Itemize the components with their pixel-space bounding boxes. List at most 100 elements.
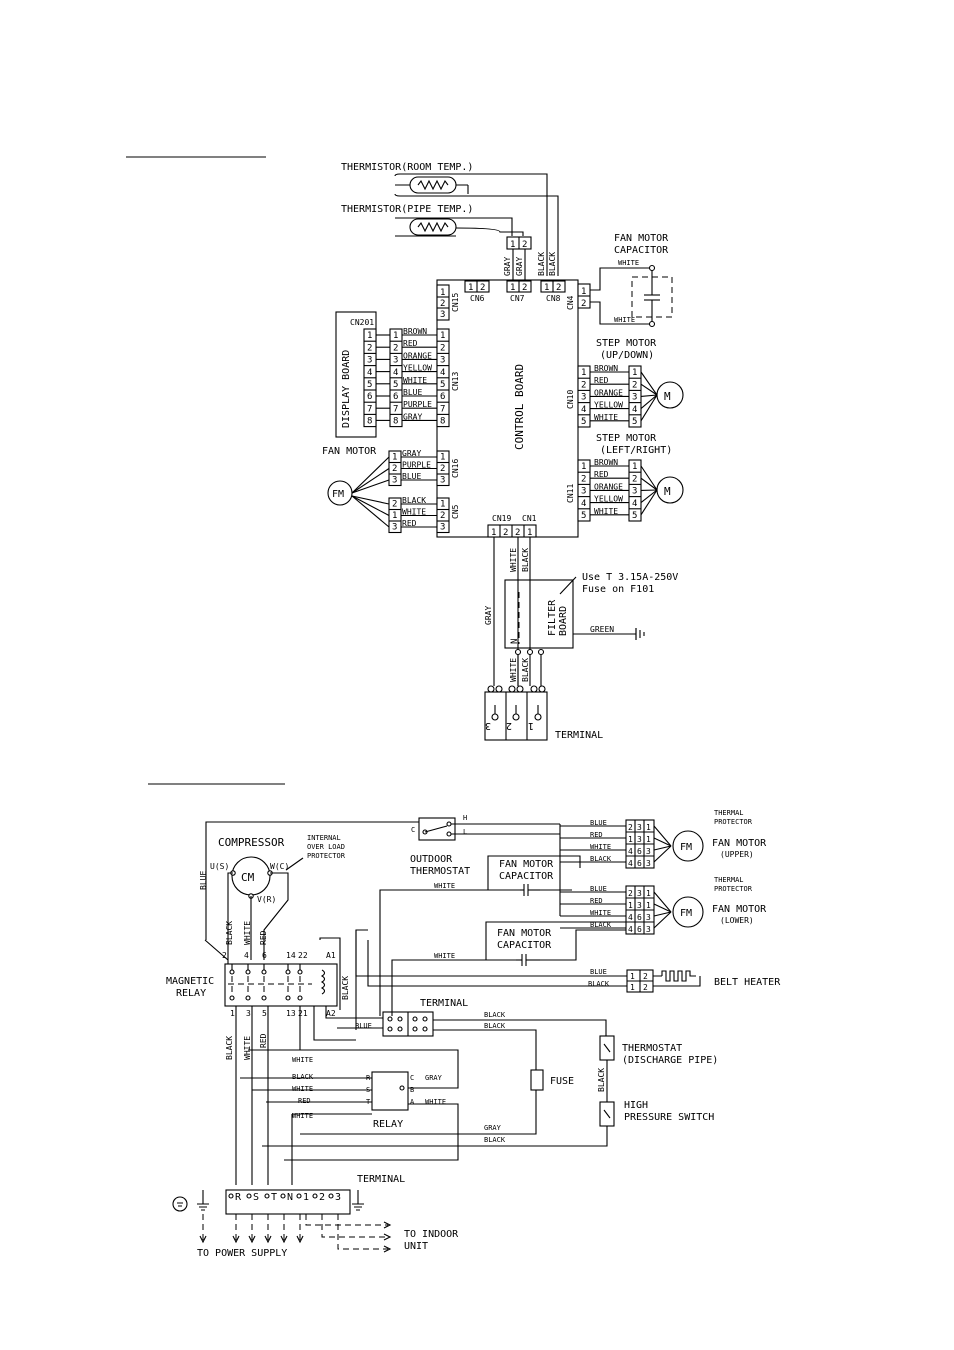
svg-text:RED: RED (298, 1097, 311, 1105)
indoor-terminal-block: 3 2 1 TERMINAL (484, 685, 603, 741)
svg-text:1: 1 (440, 288, 445, 298)
svg-text:2: 2 (581, 299, 586, 309)
svg-text:UNIT: UNIT (404, 1241, 428, 1252)
svg-text:BLUE: BLUE (590, 968, 607, 976)
svg-text:6: 6 (393, 392, 398, 402)
svg-text:A: A (410, 1098, 415, 1106)
wire-label: BROWN (594, 364, 618, 373)
svg-text:TERMINAL: TERMINAL (357, 1174, 405, 1185)
svg-text:2: 2 (643, 972, 648, 981)
svg-text:FAN MOTOR: FAN MOTOR (497, 928, 552, 939)
svg-text:CAPACITOR: CAPACITOR (499, 871, 554, 882)
svg-text:2: 2 (440, 511, 445, 521)
svg-text:M: M (664, 390, 671, 403)
svg-text:A2: A2 (326, 1009, 336, 1018)
wire-label: ORANGE (594, 482, 623, 491)
svg-text:4: 4 (632, 499, 637, 509)
svg-text:(UP/DOWN): (UP/DOWN) (600, 350, 654, 361)
svg-text:1: 1 (632, 462, 637, 472)
svg-text:6: 6 (637, 913, 642, 922)
svg-text:5: 5 (262, 1009, 267, 1018)
svg-text:3: 3 (367, 356, 372, 366)
svg-text:4: 4 (393, 368, 398, 378)
fan-motor-label: FAN MOTOR (322, 446, 377, 457)
svg-text:5: 5 (581, 417, 586, 427)
svg-text:CN19: CN19 (492, 514, 511, 523)
svg-text:B: B (410, 1086, 414, 1094)
svg-text:6: 6 (637, 847, 642, 856)
svg-text:3: 3 (632, 393, 637, 403)
wire-label: WHITE (594, 413, 618, 422)
svg-text:2: 2 (628, 823, 633, 832)
svg-text:2: 2 (393, 343, 398, 353)
control-board (436, 279, 579, 538)
svg-text:WHITE: WHITE (292, 1056, 313, 1064)
svg-text:BLACK: BLACK (225, 1036, 234, 1060)
svg-text:PROTECTOR: PROTECTOR (307, 852, 346, 860)
svg-text:1: 1 (491, 528, 496, 538)
svg-text:3: 3 (637, 901, 642, 910)
svg-text:CN7: CN7 (510, 294, 525, 303)
svg-text:FAN MOTOR: FAN MOTOR (712, 904, 767, 915)
svg-text:BLACK: BLACK (225, 921, 234, 945)
connector-cn4: 12 CN4 WHITE WHITE (566, 259, 673, 328)
svg-text:21: 21 (298, 1009, 308, 1018)
svg-text:4: 4 (367, 368, 372, 378)
wire-label: BROWN (403, 327, 427, 336)
svg-text:2: 2 (522, 283, 527, 293)
control-board-label: CONTROL BOARD (513, 364, 526, 450)
svg-text:CN15: CN15 (451, 293, 460, 312)
svg-text:THERMOSTAT: THERMOSTAT (410, 866, 470, 877)
svg-text:2: 2 (581, 474, 586, 484)
svg-text:WHITE: WHITE (434, 952, 455, 960)
svg-text:8: 8 (440, 417, 445, 427)
svg-text:1: 1 (230, 1009, 235, 1018)
connector-cn15: 123 CN15 (436, 284, 460, 321)
svg-text:3: 3 (581, 487, 586, 497)
wire-label: ORANGE (594, 388, 623, 397)
svg-text:CN11: CN11 (566, 484, 575, 503)
svg-text:WHITE: WHITE (614, 316, 635, 324)
svg-text:4: 4 (581, 405, 586, 415)
svg-text:2: 2 (556, 283, 561, 293)
svg-text:1: 1 (393, 331, 398, 341)
thermistor-pipe-label: THERMISTOR(PIPE TEMP.) (341, 204, 473, 215)
svg-text:2: 2 (367, 343, 372, 353)
svg-text:14: 14 (286, 951, 296, 960)
svg-text:GRAY: GRAY (425, 1074, 443, 1082)
svg-text:5: 5 (632, 417, 637, 427)
svg-text:CAPACITOR: CAPACITOR (614, 245, 669, 256)
svg-text:5: 5 (581, 511, 586, 521)
svg-text:BLACK: BLACK (292, 1073, 314, 1081)
svg-text:C: C (411, 826, 415, 834)
wire-label: RED (594, 376, 609, 385)
svg-text:WHITE: WHITE (618, 259, 639, 267)
svg-text:WHITE: WHITE (243, 1036, 252, 1060)
svg-text:1: 1 (628, 901, 633, 910)
svg-text:1: 1 (581, 287, 586, 297)
svg-text:2: 2 (392, 500, 397, 510)
svg-text:(LOWER): (LOWER) (720, 916, 754, 925)
wire-label: ORANGE (403, 351, 432, 360)
svg-text:3: 3 (440, 523, 445, 533)
wire-label: WHITE (590, 909, 611, 917)
svg-text:5: 5 (393, 380, 398, 390)
wire-label: GRAY (403, 412, 422, 421)
thermistor-room (394, 173, 559, 276)
svg-text:CN10: CN10 (566, 390, 575, 409)
fan-motor-capacitor-label: FAN MOTOR (614, 233, 669, 244)
svg-text:TERMINAL: TERMINAL (420, 998, 468, 1009)
fuse-note: Use T 3.15A-250V (582, 572, 678, 583)
terminal-label: 1 (303, 1192, 309, 1203)
svg-text:H: H (463, 814, 467, 822)
svg-text:THERMAL: THERMAL (714, 876, 744, 884)
svg-text:(LEFT/RIGHT): (LEFT/RIGHT) (600, 445, 672, 456)
svg-text:WHITE: WHITE (434, 882, 455, 890)
svg-text:RELAY: RELAY (373, 1119, 403, 1130)
